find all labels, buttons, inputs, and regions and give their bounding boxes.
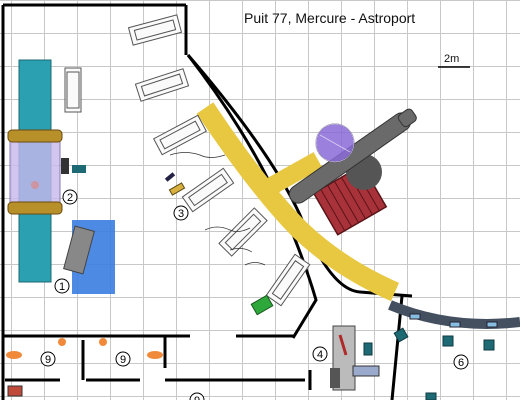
svg-text:3: 3: [178, 208, 184, 220]
marker-2: 2: [62, 189, 78, 205]
marker-9: 9: [40, 351, 56, 367]
svg-text:9: 9: [45, 354, 51, 366]
elevator-glass: [9, 139, 61, 207]
gate-machine: [330, 325, 380, 391]
stretcher: [265, 253, 311, 307]
scale-label: 2m: [444, 53, 460, 65]
orange-lamps: [6, 338, 163, 359]
stretcher: [127, 14, 183, 46]
stretcher: [181, 167, 235, 213]
curved-hangar-wall: [186, 54, 413, 298]
marker-3: 3: [173, 205, 189, 221]
spaceship: [288, 108, 417, 236]
marker-6: 6: [453, 354, 469, 370]
marker-4: 4: [312, 346, 328, 362]
svg-text:2: 2: [67, 192, 73, 204]
conveyor-items: [409, 313, 498, 328]
stretcher: [134, 68, 190, 102]
control-panel: [61, 158, 69, 174]
teal-seats: [363, 327, 495, 400]
green-cart: [250, 294, 274, 316]
svg-text:6: 6: [458, 357, 464, 369]
lower-walls: [3, 334, 312, 390]
markers: 1 2 3 4 6 9 9 9: [40, 189, 469, 400]
stretcher: [153, 114, 207, 156]
marker-9: 9: [189, 392, 205, 400]
elevator-ring-top: [7, 129, 63, 143]
svg-text:4: 4: [317, 349, 323, 361]
yellow-track-curve: [196, 102, 400, 302]
marker-1: 1: [54, 278, 70, 294]
map-title: Puit 77, Mercure - Astroport: [244, 10, 416, 26]
yellow-track-spur: [263, 152, 323, 196]
stretcher: [64, 67, 82, 113]
svg-text:1: 1: [59, 281, 65, 293]
teal-box: [72, 165, 86, 173]
elevator: [7, 59, 63, 283]
stretchers: [64, 14, 311, 307]
svg-text:9: 9: [120, 354, 126, 366]
small-tool: [168, 182, 186, 196]
stretcher: [218, 207, 268, 257]
red-device: [7, 385, 23, 397]
svg-text:9: 9: [194, 395, 200, 400]
small-tool: [164, 172, 176, 182]
elevator-ring-bottom: [7, 201, 63, 215]
ship-hull: [288, 108, 417, 204]
marker-9: 9: [115, 351, 131, 367]
cables: [169, 152, 266, 266]
outer-walls: [1, 3, 188, 400]
gray-crate: [63, 225, 95, 275]
